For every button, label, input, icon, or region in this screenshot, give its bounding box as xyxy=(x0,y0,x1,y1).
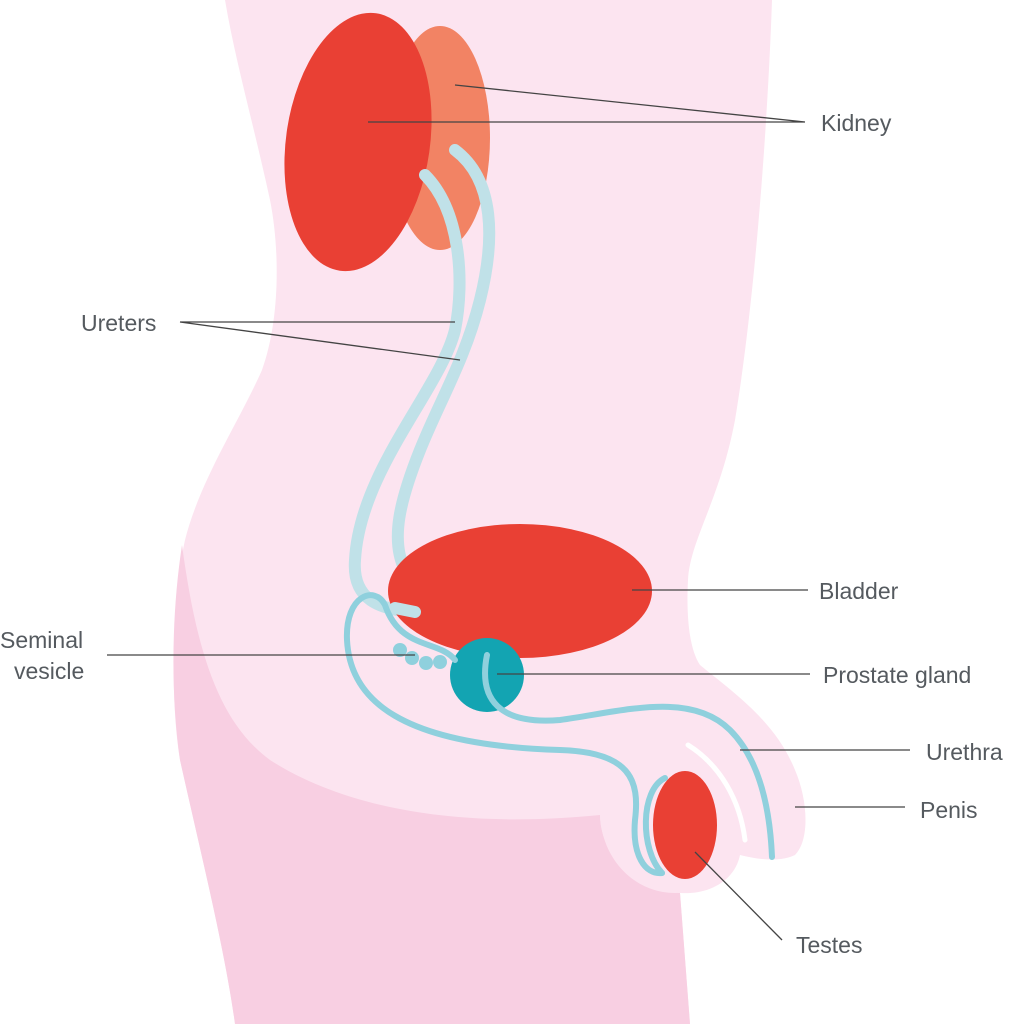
label-testes: Testes xyxy=(796,932,863,958)
vas-deferens xyxy=(343,592,665,877)
label-prostate-gland: Prostate gland xyxy=(823,662,972,688)
label-seminal-vesicle-1: Seminal xyxy=(0,627,84,653)
lower-body-shade xyxy=(173,545,691,1024)
label-seminal-vesicle-2: vesicle xyxy=(14,658,85,684)
leader-lines xyxy=(107,84,910,941)
vas-deferens-loop xyxy=(642,775,668,876)
ureter-right xyxy=(391,144,496,576)
ureter-left xyxy=(348,169,466,618)
urethra xyxy=(482,652,775,860)
label-penis: Penis xyxy=(920,797,978,823)
label-urethra: Urethra xyxy=(926,739,1003,765)
bladder xyxy=(388,524,652,658)
penis-highlight xyxy=(685,742,748,843)
label-bladder: Bladder xyxy=(819,578,899,604)
ureter-end xyxy=(389,602,421,618)
kidney-front xyxy=(284,12,432,272)
label-ureters: Ureters xyxy=(81,310,157,336)
label-kidney: Kidney xyxy=(821,110,892,136)
testis xyxy=(653,771,717,879)
